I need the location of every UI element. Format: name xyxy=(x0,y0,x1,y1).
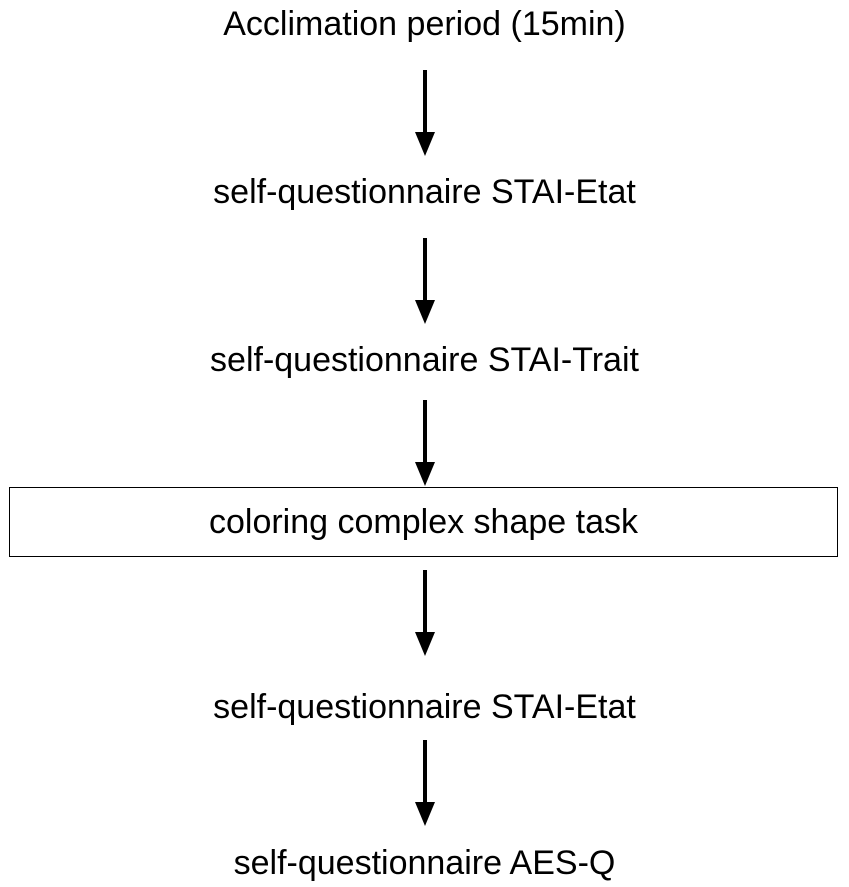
down-arrow-icon xyxy=(414,400,436,486)
step-coloring-task-box: coloring complex shape task xyxy=(9,487,838,557)
down-arrow-icon xyxy=(414,238,436,324)
step-stai-trait: self-questionnaire STAI-Trait xyxy=(210,341,639,379)
step-acclimation-period: Acclimation period (15min) xyxy=(223,5,626,43)
step-coloring-task-label: coloring complex shape task xyxy=(208,503,638,541)
step-stai-etat-post: self-questionnaire STAI-Etat xyxy=(213,688,636,726)
step-aes-q: self-questionnaire AES-Q xyxy=(233,844,616,882)
down-arrow-icon xyxy=(414,70,436,156)
down-arrow-icon xyxy=(414,740,436,826)
down-arrow-icon xyxy=(414,570,436,656)
step-stai-etat-pre: self-questionnaire STAI-Etat xyxy=(213,173,636,211)
